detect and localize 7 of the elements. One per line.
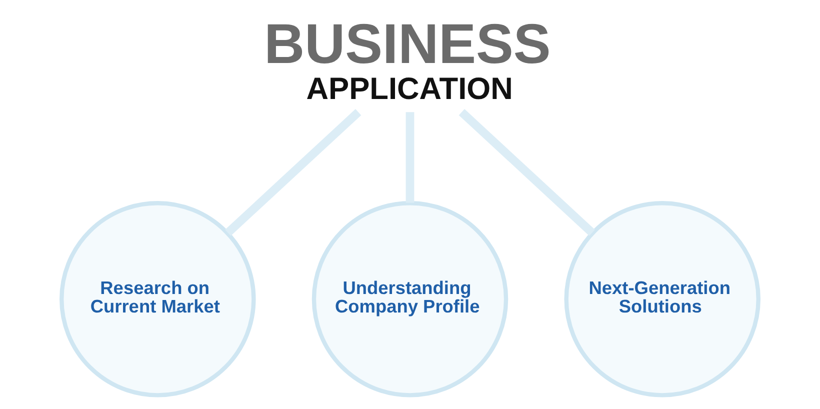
node-circle: Understanding Company Profile <box>312 201 508 398</box>
node-circle: Research on Current Market <box>60 201 256 398</box>
connector <box>458 109 595 236</box>
connector <box>406 112 414 203</box>
node-circle: Next-Generation Solutions <box>564 201 760 398</box>
node-text: BUSINESS APPLICATION <box>264 12 551 106</box>
connector <box>225 109 362 236</box>
